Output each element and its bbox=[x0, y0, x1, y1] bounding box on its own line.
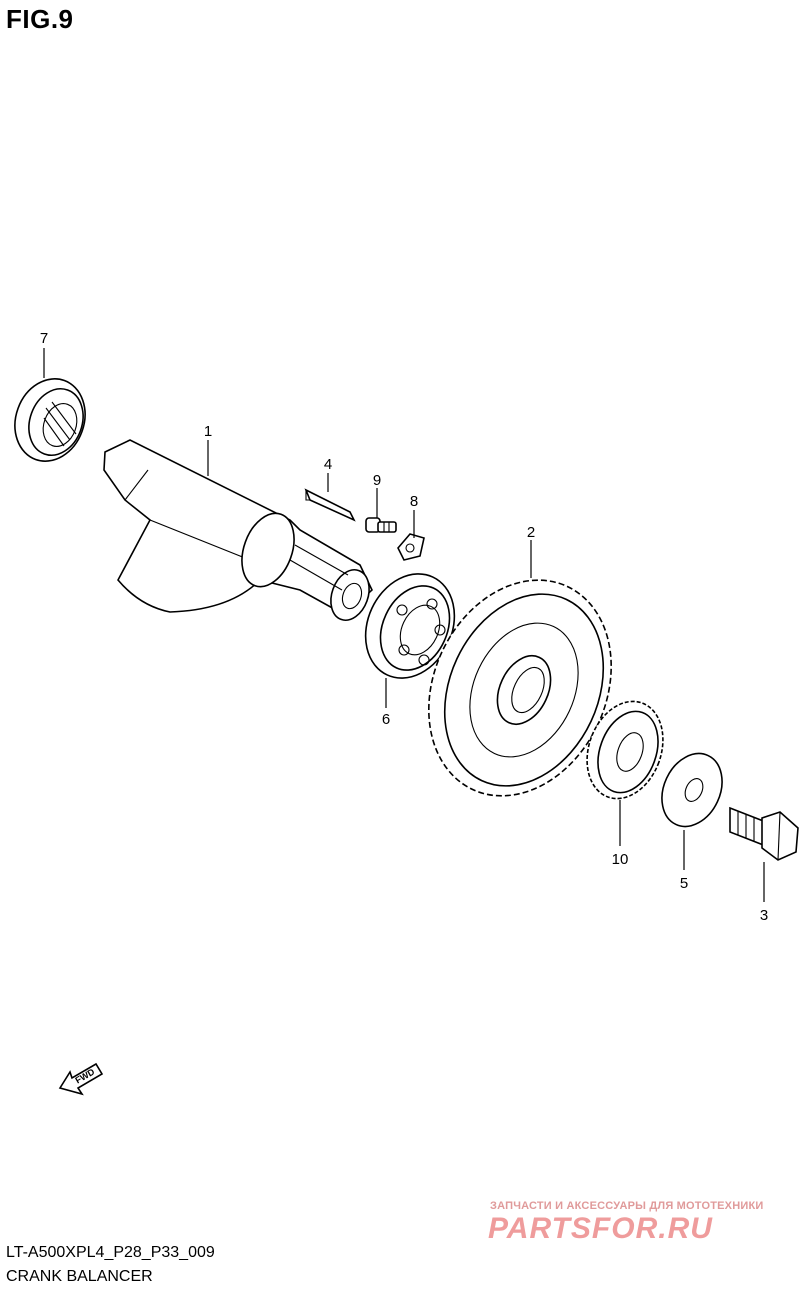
callout-5: 5 bbox=[680, 875, 688, 892]
part-2-driven-gear[interactable] bbox=[395, 550, 646, 826]
callout-3: 3 bbox=[760, 907, 768, 924]
fwd-arrow-icon: FWD bbox=[58, 1062, 104, 1096]
part-6-ball-bearing[interactable] bbox=[349, 559, 471, 692]
callout-1: 1 bbox=[204, 423, 212, 440]
part-10-drive-gear[interactable] bbox=[574, 691, 676, 810]
watermark-tagline: ЗАПЧАСТИ И АКСЕССУАРЫ ДЛЯ МОТОТЕХНИКИ bbox=[490, 1200, 764, 1212]
callout-9: 9 bbox=[373, 472, 381, 489]
diagram-name: CRANK BALANCER bbox=[6, 1268, 153, 1285]
part-5-washer[interactable] bbox=[651, 744, 734, 837]
callout-7: 7 bbox=[40, 330, 48, 347]
callout-6: 6 bbox=[382, 711, 390, 728]
callout-8: 8 bbox=[410, 493, 418, 510]
part-3-bolt[interactable] bbox=[729, 806, 799, 861]
part-7-needle-bearing[interactable] bbox=[4, 369, 97, 471]
figure-title: FIG.9 bbox=[6, 4, 74, 34]
parts-diagram: 7 1 4 9 8 2 6 10 5 3 FWD bbox=[4, 330, 799, 1096]
part-9-bolt[interactable] bbox=[365, 517, 397, 533]
callout-10: 10 bbox=[612, 851, 629, 868]
callout-4: 4 bbox=[324, 456, 332, 473]
part-4-key[interactable] bbox=[304, 488, 356, 522]
callout-2: 2 bbox=[527, 524, 535, 541]
watermark-logo: PARTSFOR.RU bbox=[488, 1212, 713, 1245]
diagram-code: LT-A500XPL4_P28_P33_009 bbox=[6, 1244, 215, 1261]
part-8-lock-washer[interactable] bbox=[397, 533, 425, 561]
part-1-balancer-shaft[interactable] bbox=[103, 439, 376, 626]
